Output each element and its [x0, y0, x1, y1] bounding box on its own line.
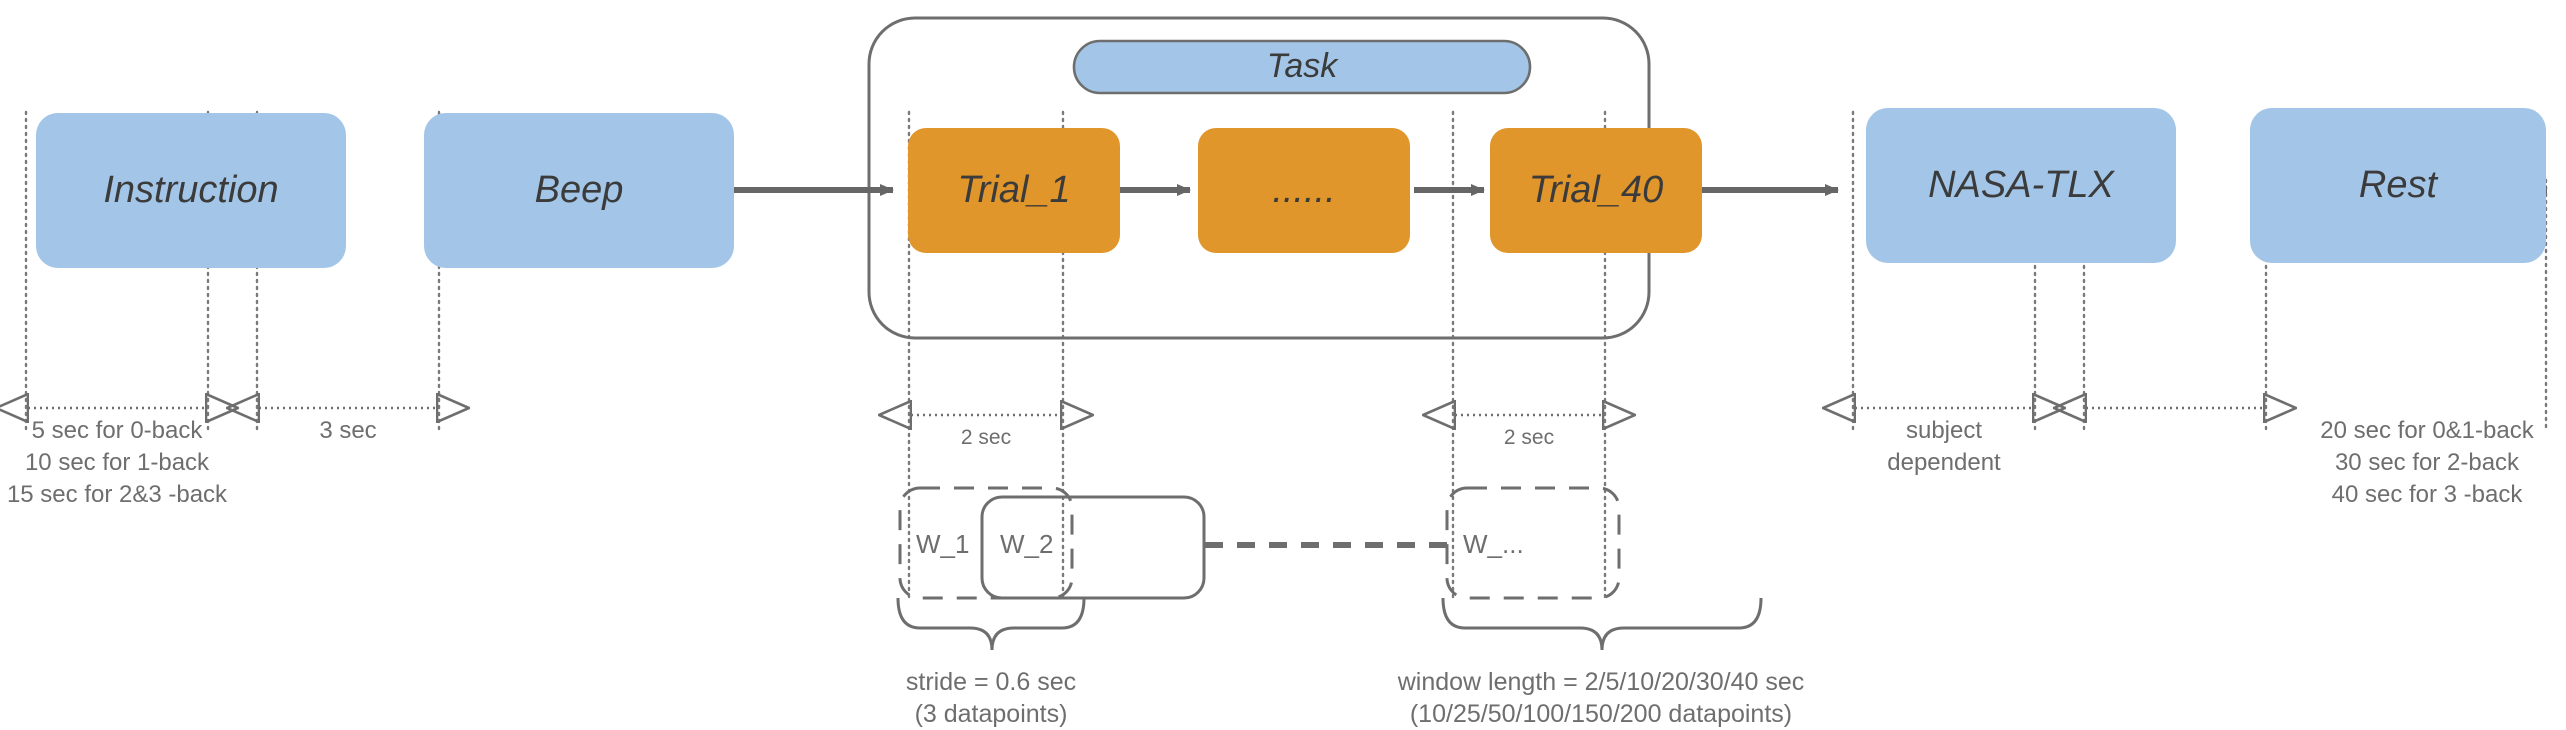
block-nasa-tlx[interactable]: NASA-TLX	[1866, 108, 2176, 263]
block-rest-label: Rest	[2359, 164, 2439, 206]
stride-brace	[896, 597, 1086, 651]
window-w-1[interactable]: W_1	[898, 486, 1074, 600]
window-length-brace	[1441, 597, 1763, 651]
dim-nasa-tlx-line-2: dependent	[1887, 449, 2001, 476]
trial-block-40-label: Trial_40	[1529, 169, 1663, 211]
dim-trial-1-line-1: 2 sec	[961, 426, 1011, 449]
block-nasa-tlx-label: NASA-TLX	[1928, 164, 2115, 206]
caption-stride-line-1: stride = 0.6 sec	[906, 668, 1076, 696]
sliding-windows: W_1 W_2 W_...	[898, 486, 1621, 600]
trial-blocks: Trial_1 ...... Trial_40	[908, 128, 1702, 253]
trial-block-1-label: Trial_1	[957, 169, 1070, 211]
stage-blocks: Instruction Beep NASA-TLX Rest	[36, 108, 2546, 268]
block-beep-label: Beep	[535, 169, 624, 211]
block-instruction[interactable]: Instruction	[36, 113, 346, 268]
trial-block-mid[interactable]: ......	[1198, 128, 1410, 253]
dim-nasa-tlx-line-1: subject	[1906, 417, 1982, 444]
caption-stride-line-2: (3 datapoints)	[915, 700, 1068, 728]
dim-instruction-line-3: 15 sec for 2&3 -back	[7, 481, 228, 508]
dim-instruction-line-1: 5 sec for 0-back	[32, 417, 204, 444]
captions: stride = 0.6 sec (3 datapoints) window l…	[906, 668, 1804, 728]
dim-rest-line-1: 20 sec for 0&1-back	[2320, 417, 2534, 444]
brace-group	[896, 597, 1763, 651]
dimension-lines	[28, 408, 2264, 415]
window-w-dots-label: W_...	[1463, 529, 1524, 559]
block-beep[interactable]: Beep	[424, 113, 734, 268]
dim-rest-line-2: 30 sec for 2-back	[2335, 449, 2520, 476]
dim-beep-line-1: 3 sec	[319, 417, 376, 444]
dimension-labels: 5 sec for 0-back 10 sec for 1-back 15 se…	[7, 417, 2535, 508]
trial-block-mid-label: ......	[1272, 169, 1335, 211]
trial-block-1[interactable]: Trial_1	[908, 128, 1120, 253]
caption-window-length-line-1: window length = 2/5/10/20/30/40 sec	[1397, 668, 1805, 696]
dim-rest-line-3: 40 sec for 3 -back	[2332, 481, 2524, 508]
window-w-dots[interactable]: W_...	[1445, 486, 1621, 600]
trial-block-40[interactable]: Trial_40	[1490, 128, 1702, 253]
dim-instruction-line-2: 10 sec for 1-back	[25, 449, 210, 476]
task-pill[interactable]: Task	[1072, 39, 1532, 95]
block-instruction-label: Instruction	[103, 169, 278, 211]
window-w-2-label: W_2	[1000, 529, 1053, 559]
window-w-2[interactable]: W_2	[980, 495, 1206, 600]
task-pill-label: Task	[1267, 47, 1340, 85]
window-w-1-label: W_1	[916, 529, 969, 559]
block-rest[interactable]: Rest	[2250, 108, 2546, 263]
dim-trial-40-line-1: 2 sec	[1504, 426, 1554, 449]
caption-window-length-line-2: (10/25/50/100/150/200 datapoints)	[1410, 700, 1792, 728]
